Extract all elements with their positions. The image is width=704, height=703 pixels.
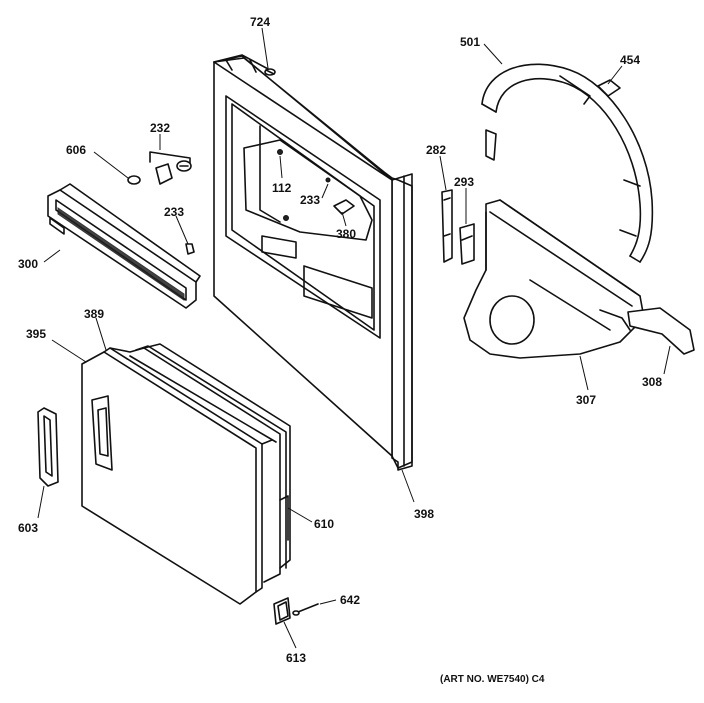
screw-233-center xyxy=(283,177,331,221)
label-308: 308 xyxy=(642,375,662,389)
screw-642 xyxy=(292,603,319,616)
label-389: 389 xyxy=(84,307,104,321)
screw-724 xyxy=(264,68,276,76)
label-380: 380 xyxy=(336,227,356,241)
art-number-note: (ART NO. WE7540) C4 xyxy=(440,674,545,685)
inner-door-panel xyxy=(143,343,291,569)
label-610: 610 xyxy=(314,517,334,531)
clip-233-left xyxy=(185,243,195,255)
hinge-232 xyxy=(127,151,192,185)
duct-seal xyxy=(627,307,695,355)
door-seal xyxy=(109,345,287,583)
label-233-center: 233 xyxy=(300,193,320,207)
door-handle xyxy=(37,407,59,487)
screw-112 xyxy=(277,149,283,155)
front-panel xyxy=(213,54,413,471)
label-282: 282 xyxy=(426,143,446,157)
door-outer xyxy=(81,347,263,605)
label-112: 112 xyxy=(272,181,292,195)
label-300: 300 xyxy=(18,257,38,271)
drum-support xyxy=(481,63,654,263)
clip-380 xyxy=(333,199,355,215)
label-454: 454 xyxy=(620,53,640,67)
label-293: 293 xyxy=(454,175,474,189)
label-395: 395 xyxy=(26,327,46,341)
label-642: 642 xyxy=(340,593,360,607)
bulkhead xyxy=(463,199,645,359)
label-613: 613 xyxy=(286,651,306,665)
label-398: 398 xyxy=(414,507,434,521)
label-307: 307 xyxy=(576,393,596,407)
part-labels: 724 501 454 232 606 282 293 112 233 233 … xyxy=(18,15,662,685)
bracket-293 xyxy=(459,223,475,265)
label-606: 606 xyxy=(66,143,86,157)
leader-lines xyxy=(37,27,671,649)
label-603: 603 xyxy=(18,521,38,535)
label-501: 501 xyxy=(460,35,480,49)
lint-duct xyxy=(47,183,201,309)
glide-454 xyxy=(597,79,621,97)
label-232: 232 xyxy=(150,121,170,135)
hinge-613 xyxy=(273,597,291,625)
label-233-left: 233 xyxy=(164,205,184,219)
label-724: 724 xyxy=(250,15,270,29)
bracket-282 xyxy=(441,189,453,263)
